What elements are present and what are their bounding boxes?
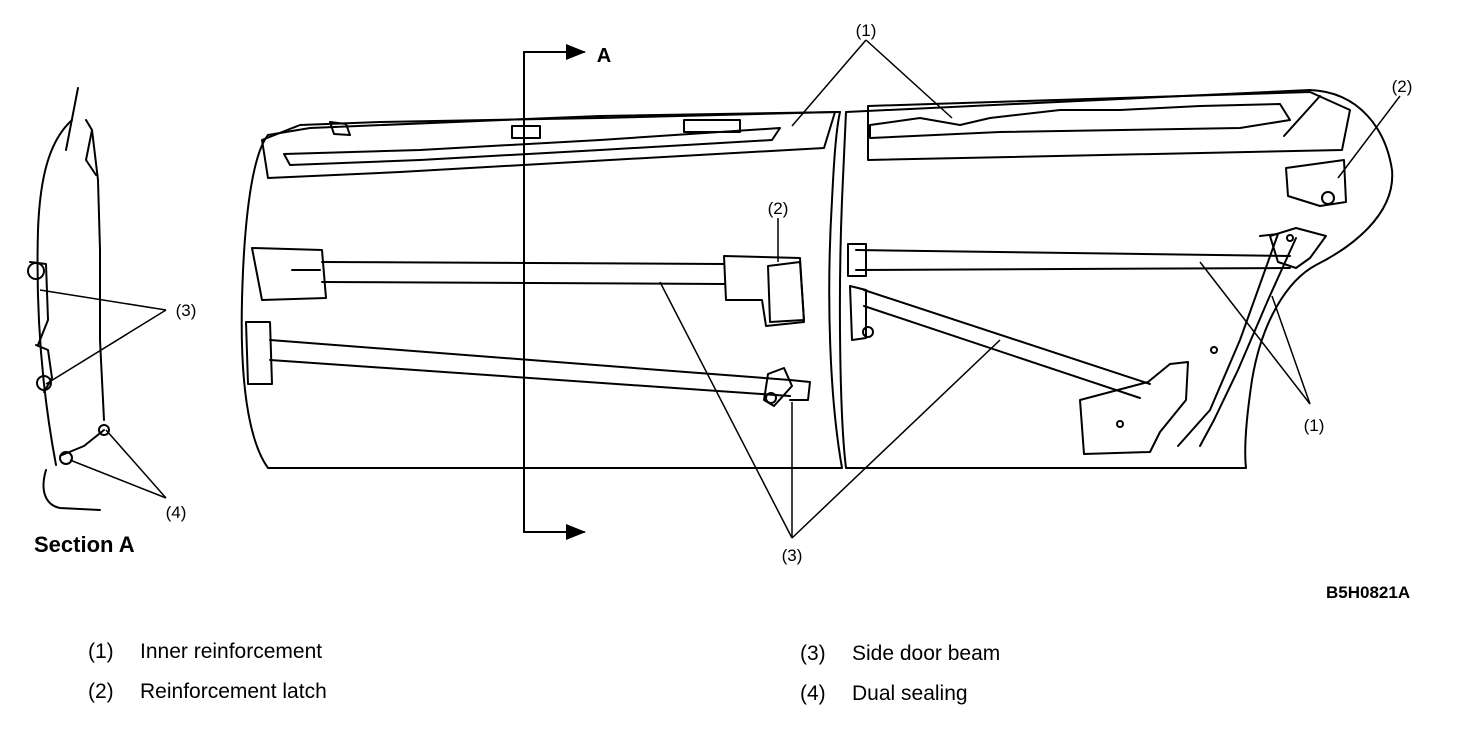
section-marker-a: A <box>597 45 611 67</box>
legend-num-3: (3) <box>800 642 826 665</box>
front-door <box>240 111 843 469</box>
legend-item-3: (3) Side door beam <box>800 642 1000 666</box>
callout-1-top: (1) <box>856 21 877 40</box>
callout-4-section: (4) <box>166 503 187 522</box>
figure-code: B5H0821A <box>1326 583 1411 602</box>
section-a-label: Section A <box>34 532 135 557</box>
legend-num-4: (4) <box>800 682 826 705</box>
callout-3-bottom: (3) <box>782 546 803 565</box>
callout-3-section: (3) <box>176 301 197 320</box>
callout-2-front: (2) <box>768 199 789 218</box>
callout-1-right: (1) <box>1304 416 1325 435</box>
legend-num-2: (2) <box>88 680 114 703</box>
legend-item-4: (4) Dual sealing <box>800 682 968 706</box>
legend-text-2: Reinforcement latch <box>140 680 327 703</box>
section-a-profile <box>27 87 110 511</box>
legend-text-4: Dual sealing <box>852 682 968 705</box>
leader-lines <box>39 39 1401 539</box>
rear-door <box>838 89 1394 469</box>
legend-text-3: Side door beam <box>852 642 1001 665</box>
callout-2-right: (2) <box>1392 77 1413 96</box>
legend-num-1: (1) <box>88 640 114 663</box>
legend-item-1: (1) Inner reinforcement <box>88 640 322 664</box>
legend-item-2: (2) Reinforcement latch <box>88 680 327 704</box>
legend-text-1: Inner reinforcement <box>140 640 323 663</box>
section-line-a <box>523 44 586 540</box>
